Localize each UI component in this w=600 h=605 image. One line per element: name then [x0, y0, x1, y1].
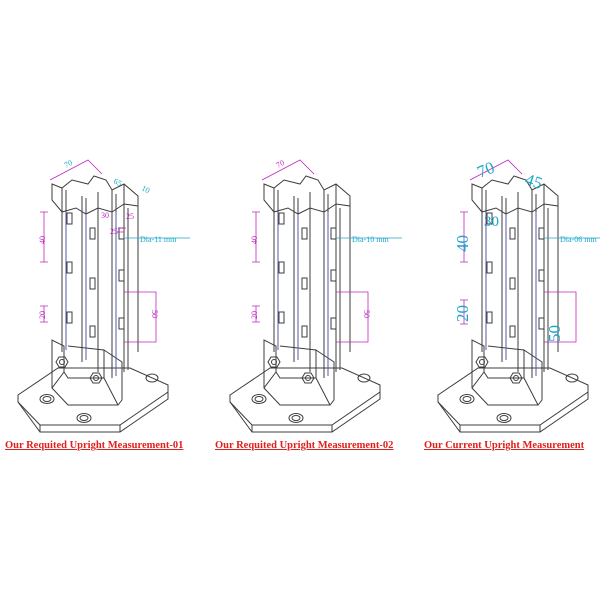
post-top-outline — [263, 175, 351, 215]
dim-top-width: 70 — [474, 158, 497, 182]
base-bracket — [51, 339, 123, 406]
post-top-outline — [471, 175, 559, 215]
post-top-outline — [51, 175, 139, 215]
dim-pitch-upper: 40 — [250, 236, 259, 244]
base-bracket — [471, 339, 543, 406]
bolt — [475, 356, 489, 368]
slot-row — [486, 212, 545, 338]
slot-row — [66, 212, 125, 338]
plate-hole — [145, 373, 159, 383]
bolt — [509, 372, 523, 384]
dimension-lines — [40, 159, 157, 343]
plate-hole — [288, 413, 304, 423]
upright-post-drawing — [229, 175, 381, 433]
bolt — [55, 356, 69, 368]
hole-diameter-label: Dia-06 mm — [560, 235, 597, 244]
dim-pitch-lower: 20 — [250, 311, 259, 319]
plate-hole — [459, 394, 475, 404]
dim-top-depth: 45 — [523, 170, 545, 193]
plate-hole — [251, 394, 267, 404]
hole-diameter-label: Dia-10 mm — [352, 235, 389, 244]
post-front-face — [481, 188, 559, 378]
bolt — [89, 372, 103, 384]
upright-figure-2: 70 40 20 50 Dia-10 mm — [229, 158, 402, 433]
plate-hole — [76, 413, 92, 423]
upright-post-drawing — [437, 175, 589, 433]
plate-hole — [565, 373, 579, 383]
plate-hole — [39, 394, 55, 404]
post-front-face — [61, 188, 139, 378]
dim-top-width: 70 — [63, 158, 74, 170]
dim-side-b: 25 — [126, 212, 134, 221]
bolt — [267, 356, 281, 368]
upright-figure-3: 70 45 30 40 20 50 Dia-06 mm — [437, 158, 600, 433]
figure-2-caption: Our Requited Upright Measurement-02 — [215, 440, 394, 451]
plate-hole — [357, 373, 371, 383]
plate-hole — [496, 413, 512, 423]
upright-figure-1: 70 65 10 30 25 25 40 20 50 Dia-11 mm — [17, 158, 190, 433]
bolt — [301, 372, 315, 384]
dimension-lines — [460, 159, 577, 343]
figure-3-caption: Our Current Upright Measurement — [424, 440, 585, 451]
dim-top-depth: 65 — [112, 177, 123, 189]
dim-pitch-lower: 20 — [38, 311, 47, 319]
dimension-lines — [252, 159, 369, 343]
dim-lip: 10 — [140, 184, 151, 196]
dim-right: 50 — [545, 325, 564, 342]
dim-inner: 30 — [101, 211, 109, 220]
dim-pitch-lower: 20 — [453, 305, 472, 322]
dim-inner: 30 — [484, 214, 499, 230]
slot-row — [278, 212, 337, 338]
dim-right: 50 — [362, 310, 371, 318]
dim-right: 50 — [150, 310, 159, 318]
post-front-face — [273, 188, 351, 378]
dim-pitch-upper: 40 — [453, 235, 472, 252]
dim-top-width: 70 — [275, 158, 286, 170]
dim-pitch-upper: 40 — [38, 236, 47, 244]
base-bracket — [263, 339, 335, 406]
figure-1-caption: Our Requited Upright Measurement-01 — [5, 440, 184, 451]
hole-diameter-label: Dia-11 mm — [140, 235, 177, 244]
dim-side-a: 25 — [110, 227, 118, 236]
upright-post-drawing — [17, 175, 169, 433]
